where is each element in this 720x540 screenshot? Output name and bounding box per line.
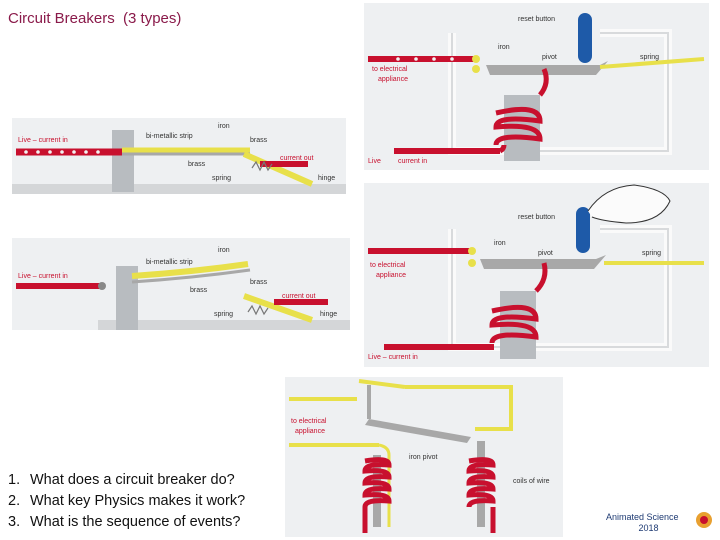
diagram3-reset-label: reset button [518,16,555,23]
diagram3-live-label: Live [368,158,381,165]
diagram2-iron-label: iron [218,247,230,254]
diagram3-appliance-label-1: to electrical [372,66,408,73]
question-2: 2.What key Physics makes it work? [8,493,246,509]
diagram2-spring-label: spring [214,311,233,318]
question-1: 1.What does a circuit breaker do? [8,472,235,488]
diagram4-iron-label: iron [494,240,506,247]
reset-button-icon-2 [576,207,590,253]
diagram2-live-label: Live – current in [18,273,68,280]
diagram5-iron-pivot-label: iron pivot [409,454,437,461]
diagram1-spring-label: spring [212,175,231,182]
diagram1-strip-label: bi-metallic strip [146,133,193,140]
diagram4-live-label: Live – current in [368,354,418,361]
diagram2-strip-label: bi-metallic strip [146,259,193,266]
hand-icon [587,184,671,224]
reset-button-icon-1 [578,13,592,63]
diagram1-brass-label: brass [250,137,268,144]
diagram3-iron-label: iron [498,44,510,51]
bimetallic-diagram-1: Live – current in bi-metallic strip iron… [12,118,346,194]
diagram1-current-out-label: current out [280,155,314,162]
diagram1-iron-label: iron [218,123,230,130]
diagram3-pivot-label: pivot [542,54,557,61]
lion-logo-icon [696,512,712,528]
diagram4-pivot-label: pivot [538,250,553,257]
diagram2-brass-label-2: brass [190,287,208,294]
electromagnet-diagram-3: to electrical appliance iron pivot coils… [285,377,563,537]
electromagnet-diagram-2: reset button iron pivot spring to electr… [364,183,709,367]
diagram5-appliance-label-2: appliance [295,428,325,435]
diagram5-appliance-label-1: to electrical [291,418,327,425]
diagram3-appliance-label-2: appliance [378,76,408,83]
diagram4-spring-label: spring [642,250,661,257]
diagram2-hinge-label: hinge [320,311,337,318]
diagram5-coils-label: coils of wire [513,478,550,485]
diagram3-spring-label: spring [640,54,659,61]
diagram3-current-in-label: current in [398,158,427,165]
diagram2-current-out-label: current out [282,293,316,300]
diagram1-hinge-label: hinge [318,175,335,182]
diagram4-appliance-label-1: to electrical [370,262,406,269]
slide-title: Circuit Breakers (3 types) [8,10,182,27]
diagram4-appliance-label-2: appliance [376,272,406,279]
question-list: 1.What does a circuit breaker do? 2.What… [8,470,245,533]
bimetallic-diagram-2: Live – current in bi-metallic strip iron… [12,238,350,330]
diagram2-brass-label: brass [250,279,268,286]
diagram1-live-label: Live – current in [18,137,68,144]
diagram4-reset-label: reset button [518,214,555,221]
diagram1-brass-label-2: brass [188,161,206,168]
question-3: 3.What is the sequence of events? [8,514,241,530]
electromagnet-diagram-1: reset button iron pivot spring to electr… [364,3,709,170]
brand-logo: Animated Science 2018 [606,512,679,533]
